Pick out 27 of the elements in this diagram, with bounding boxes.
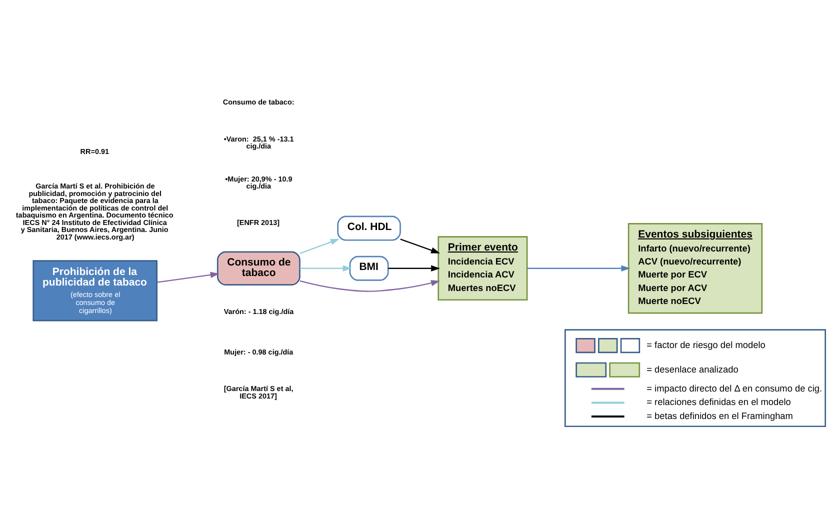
node-box: Col. HDL	[337, 216, 401, 241]
label: Mujer: - 0.98 cig./día	[224, 347, 294, 356]
node-box: BMI	[349, 256, 389, 281]
label: RR=0.91	[80, 146, 110, 156]
arrow	[300, 238, 340, 254]
arrow	[527, 265, 630, 272]
label: •Varon: 25,1 % -13.1 cig./dia	[224, 134, 294, 151]
legend-label: = factor de riesgo del modelo	[646, 340, 766, 350]
arrow	[300, 265, 352, 272]
node-box: Eventos subsiguientes Infarto (nuevo/recurrente) ACV (nuevo/recurrente) Muerte por ECV Muerte por ACV Muerte noECV	[628, 223, 763, 314]
node-box: Prohibición de la publicidad de tabaco (efecto sobre el consumo de cigarrillos)	[32, 260, 158, 322]
label: Varón: - 1.18 cig./día	[224, 307, 294, 316]
legend-label: = impacto directo del Δ en consumo de cig.	[646, 383, 822, 394]
label: [García Martí S et al, IECS 2017]	[224, 384, 294, 400]
node-box: Consumo de tabaco	[216, 251, 300, 286]
legend-label: = betas definidos en el Framingham	[646, 410, 793, 421]
legend-label: = relaciones definidas en el modelo	[646, 397, 791, 408]
label: [ENFR 2013]	[236, 218, 280, 227]
label: •Mujer: 20,9% - 10.9 cig./dia	[225, 174, 292, 191]
label: Consumo de tabaco:	[222, 98, 294, 107]
arrow	[400, 238, 440, 254]
arrow	[300, 280, 440, 292]
label: García Martí S et al. Prohibición de publicidad, promoción y patrocinio del tabaco: Paquete de evidencia para la implementación de políticas de control del tabaquismo en Argentina. Documento técnico IECS N° 24 Instituto de Efectividad Clínica y Sanitaria, Buenos Aires, Argentina. Junio 2017 (www.iecs.org.ar)	[16, 182, 174, 242]
legend-label: = desenlace analizado	[646, 364, 738, 374]
node-box: Primer evento Incidencia ECV Incidencia ACV Muertes noECV	[438, 236, 528, 301]
arrow	[388, 265, 440, 272]
arrow	[156, 272, 220, 283]
